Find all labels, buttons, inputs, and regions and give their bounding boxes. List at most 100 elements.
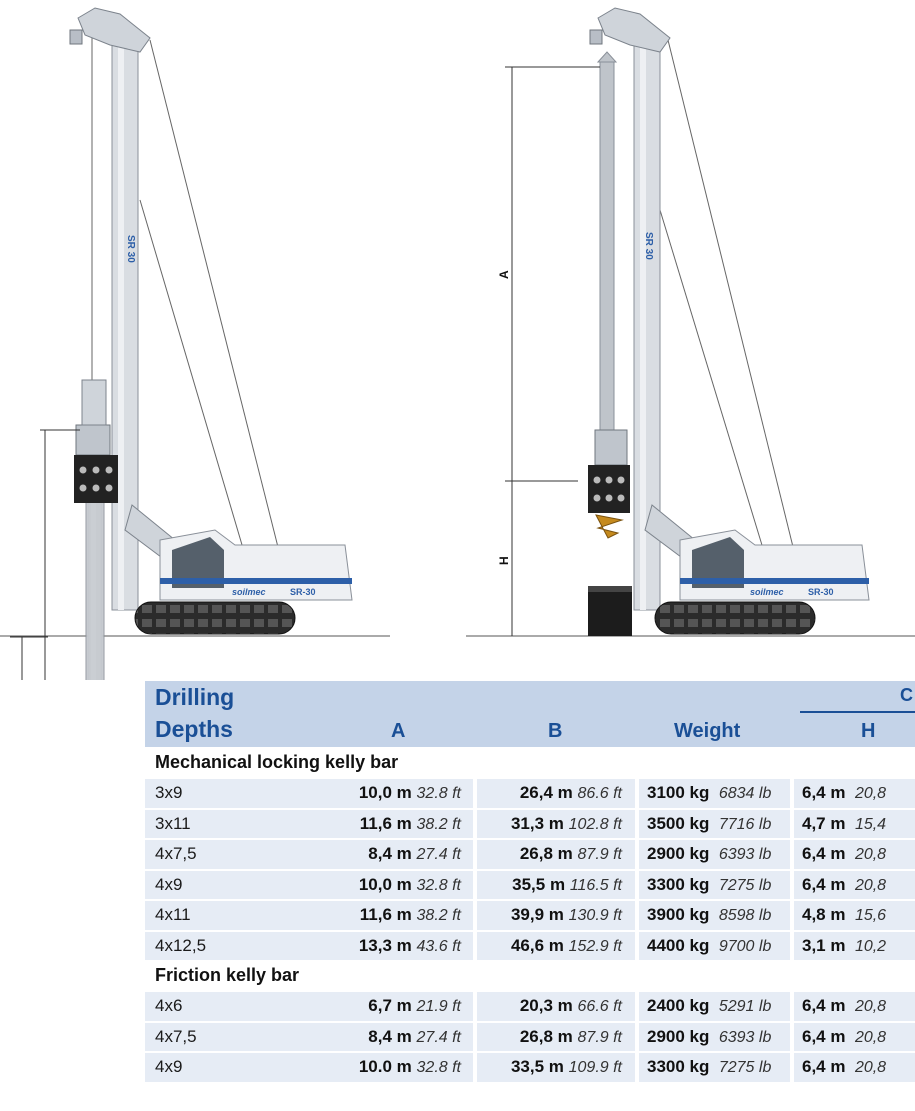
column-separator bbox=[790, 992, 794, 1021]
row-col-b: 26,8 m 87.9 ft bbox=[519, 1026, 622, 1046]
right-body-brand-text: soilmec bbox=[750, 587, 784, 597]
dimension-a-label: A bbox=[497, 270, 511, 279]
row-kelly-size: 4x9 bbox=[155, 874, 183, 894]
row-col-h: 6,4 m 20,8 bbox=[802, 844, 887, 863]
column-separator bbox=[635, 809, 639, 838]
header-drilling: Drilling bbox=[155, 684, 235, 710]
header-col-group-c: C bbox=[900, 685, 913, 705]
section-friction-title: Friction kelly bar bbox=[145, 960, 915, 990]
table-row: 4x9 10,0 m 32.8 ft 35,5 m 116.5 ft 3300 … bbox=[145, 868, 915, 899]
right-rig-illustration: SR 30 soilmec SR-30 bbox=[588, 7, 870, 636]
column-separator bbox=[790, 901, 794, 930]
row-col-b: 39,9 m 130.9 ft bbox=[510, 905, 622, 924]
row-col-b: 31,3 m 102.8 ft bbox=[510, 813, 622, 833]
row-col-h: 6,4 m 20,8 bbox=[802, 783, 887, 802]
row-kelly-size: 4x7,5 bbox=[155, 844, 197, 863]
column-separator bbox=[790, 1022, 794, 1051]
header-depths: Depths bbox=[155, 716, 233, 742]
row-col-a: 8,4 m 27.4 ft bbox=[368, 844, 461, 863]
table-row: 4x6 6,7 m 21.9 ft 20,3 m 66.6 ft 2400 kg… bbox=[145, 990, 915, 1021]
row-col-h: 6,4 m 20,8 bbox=[802, 1057, 887, 1076]
column-separator bbox=[473, 901, 477, 930]
column-separator bbox=[635, 840, 639, 869]
row-col-a: 13,3 m 43.6 ft bbox=[358, 935, 461, 955]
table-row: 4x12,5 13,3 m 43.6 ft 46,6 m 152.9 ft 44… bbox=[145, 929, 915, 960]
row-col-weight: 2900 kg 6393 lb bbox=[647, 1026, 772, 1046]
right-dimensions: A H bbox=[497, 66, 600, 636]
row-kelly-size: 4x9 bbox=[155, 1057, 183, 1076]
column-separator bbox=[635, 931, 639, 960]
column-separator bbox=[635, 1053, 639, 1082]
row-col-a: 10,0 m 32.8 ft bbox=[358, 783, 461, 802]
column-separator bbox=[473, 779, 477, 808]
table-row: 4x11 11,6 m 38.2 ft 39,9 m 130.9 ft 3900… bbox=[145, 899, 915, 930]
mechanical-rows: 3x9 10,0 m 32.8 ft 26,4 m 86.6 ft 3100 k… bbox=[145, 777, 915, 960]
column-separator bbox=[635, 779, 639, 808]
row-kelly-size: 4x11 bbox=[155, 905, 191, 924]
rig-figure: SR 30 soilmec SR-30 B T bbox=[0, 7, 915, 680]
row-col-h: 6,4 m 20,8 bbox=[802, 874, 887, 894]
left-body-brand-text: soilmec bbox=[232, 587, 266, 597]
row-col-a: 11,6 m 38.2 ft bbox=[359, 813, 461, 833]
row-kelly-size: 4x7,5 bbox=[155, 1026, 197, 1046]
row-col-h: 4,7 m 15,4 bbox=[802, 813, 887, 833]
left-rig-illustration: SR 30 soilmec SR-30 bbox=[69, 7, 353, 680]
row-col-weight: 3300 kg 7275 lb bbox=[647, 1057, 772, 1076]
header-col-weight: Weight bbox=[674, 720, 741, 742]
column-separator bbox=[473, 840, 477, 869]
row-col-weight: 4400 kg 9700 lb bbox=[647, 935, 772, 955]
header-col-h: H bbox=[861, 720, 876, 742]
table-row: 4x7,5 8,4 m 27.4 ft 26,8 m 87.9 ft 2900 … bbox=[145, 838, 915, 869]
right-mast-model-text: SR 30 bbox=[643, 232, 654, 260]
left-dimensions: B T bbox=[10, 429, 80, 680]
column-separator bbox=[635, 870, 639, 899]
row-col-b: 26,8 m 87.9 ft bbox=[519, 844, 622, 863]
column-separator bbox=[473, 1022, 477, 1051]
left-mast-model-text: SR 30 bbox=[125, 235, 136, 263]
column-separator bbox=[473, 992, 477, 1021]
column-separator bbox=[790, 931, 794, 960]
column-separator bbox=[790, 1053, 794, 1082]
row-col-weight: 3300 kg 7275 lb bbox=[647, 874, 772, 894]
row-col-b: 20,3 m 66.6 ft bbox=[519, 996, 622, 1015]
column-separator bbox=[790, 840, 794, 869]
column-separator bbox=[473, 931, 477, 960]
dimension-h-label: H bbox=[497, 556, 511, 565]
column-separator bbox=[473, 1053, 477, 1082]
row-col-h: 4,8 m 15,6 bbox=[802, 905, 887, 924]
row-col-b: 33,5 m 109.9 ft bbox=[510, 1057, 622, 1076]
table-row: 3x9 10,0 m 32.8 ft 26,4 m 86.6 ft 3100 k… bbox=[145, 777, 915, 808]
column-separator bbox=[790, 870, 794, 899]
column-separator bbox=[635, 1022, 639, 1051]
column-separator bbox=[790, 779, 794, 808]
row-col-b: 26,4 m 86.6 ft bbox=[519, 783, 622, 802]
row-kelly-size: 4x12,5 bbox=[155, 935, 207, 955]
row-col-weight: 3100 kg 6834 lb bbox=[647, 783, 772, 802]
table-row: 3x11 11,6 m 38.2 ft 31,3 m 102.8 ft 3500… bbox=[145, 807, 915, 838]
right-body-model-text: SR-30 bbox=[808, 587, 834, 597]
header-group-rule bbox=[800, 711, 915, 713]
row-kelly-size: 4x6 bbox=[155, 996, 183, 1015]
header-col-b: B bbox=[548, 720, 563, 742]
row-col-a: 10.0 m 32.8 ft bbox=[358, 1057, 461, 1076]
row-col-b: 46,6 m 152.9 ft bbox=[510, 935, 622, 955]
column-separator bbox=[473, 809, 477, 838]
left-body-model-text: SR-30 bbox=[290, 587, 316, 597]
row-col-weight: 3500 kg 7716 lb bbox=[647, 813, 772, 833]
table-row: 4x7,5 8,4 m 27.4 ft 26,8 m 87.9 ft 2900 … bbox=[145, 1020, 915, 1051]
column-separator bbox=[635, 901, 639, 930]
column-separator bbox=[790, 809, 794, 838]
row-col-b: 35,5 m 116.5 ft bbox=[512, 874, 622, 894]
table-header: Drilling Depths A B Weight C H bbox=[145, 681, 915, 747]
row-col-h: 3,1 m 10,2 bbox=[802, 935, 887, 955]
row-kelly-size: 3x11 bbox=[155, 813, 191, 833]
friction-rows: 4x6 6,7 m 21.9 ft 20,3 m 66.6 ft 2400 kg… bbox=[145, 990, 915, 1082]
row-col-h: 6,4 m 20,8 bbox=[802, 1026, 887, 1046]
row-kelly-size: 3x9 bbox=[155, 783, 183, 802]
row-col-a: 6,7 m 21.9 ft bbox=[368, 996, 461, 1015]
section-mechanical-title: Mechanical locking kelly bar bbox=[145, 747, 915, 777]
column-separator bbox=[635, 992, 639, 1021]
table-row: 4x9 10.0 m 32.8 ft 33,5 m 109.9 ft 3300 … bbox=[145, 1051, 915, 1082]
row-col-weight: 2400 kg 5291 lb bbox=[647, 996, 772, 1015]
row-col-a: 10,0 m 32.8 ft bbox=[358, 874, 461, 894]
